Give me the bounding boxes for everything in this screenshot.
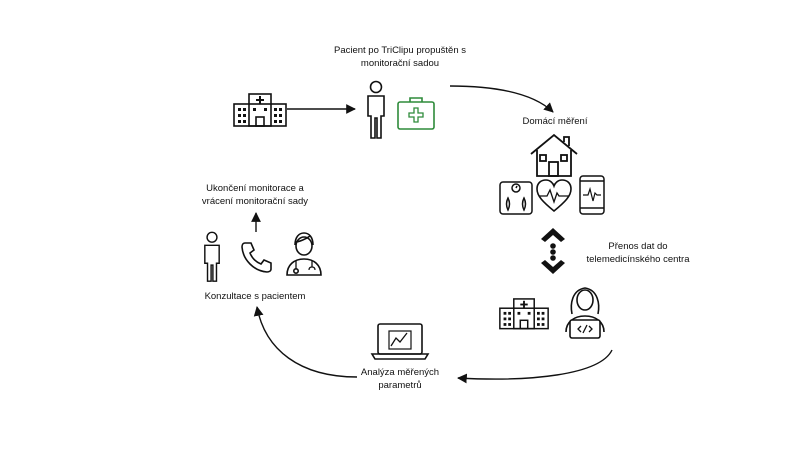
house-icon	[530, 133, 578, 177]
doctor-laptop-icon	[565, 287, 605, 339]
label-discharge: Pacient po TriClipu propuštěn s monitora…	[333, 45, 467, 69]
label-data-transfer: Přenos dat do telemedicínského centra	[586, 241, 690, 265]
heart-icon	[536, 179, 572, 213]
hospital-icon	[233, 93, 287, 127]
label-analysis: Analýza měřených parametrů	[360, 367, 440, 391]
scale-icon	[499, 181, 533, 215]
arrow-analysis-to-consult	[253, 306, 358, 378]
patient-icon	[367, 80, 385, 139]
medical-kit-icon	[397, 97, 435, 130]
tablet-ecg-icon	[579, 175, 605, 215]
hospital-icon-telemedicine	[499, 298, 549, 330]
label-consultation: Konzultace s pacientem	[204, 291, 306, 302]
arrow-center-to-analysis	[457, 349, 613, 384]
doctor-icon	[286, 232, 322, 276]
arrow-discharge-to-home	[449, 85, 554, 113]
laptop-chart-icon	[370, 323, 430, 360]
label-home-measurement: Domácí měření	[522, 116, 588, 127]
label-end-monitoring: Ukončení monitorace a vrácení monitoračn…	[201, 183, 309, 207]
transfer-arrows-icon	[541, 228, 565, 274]
phone-icon	[241, 242, 272, 273]
patient-icon-consult	[204, 231, 220, 282]
